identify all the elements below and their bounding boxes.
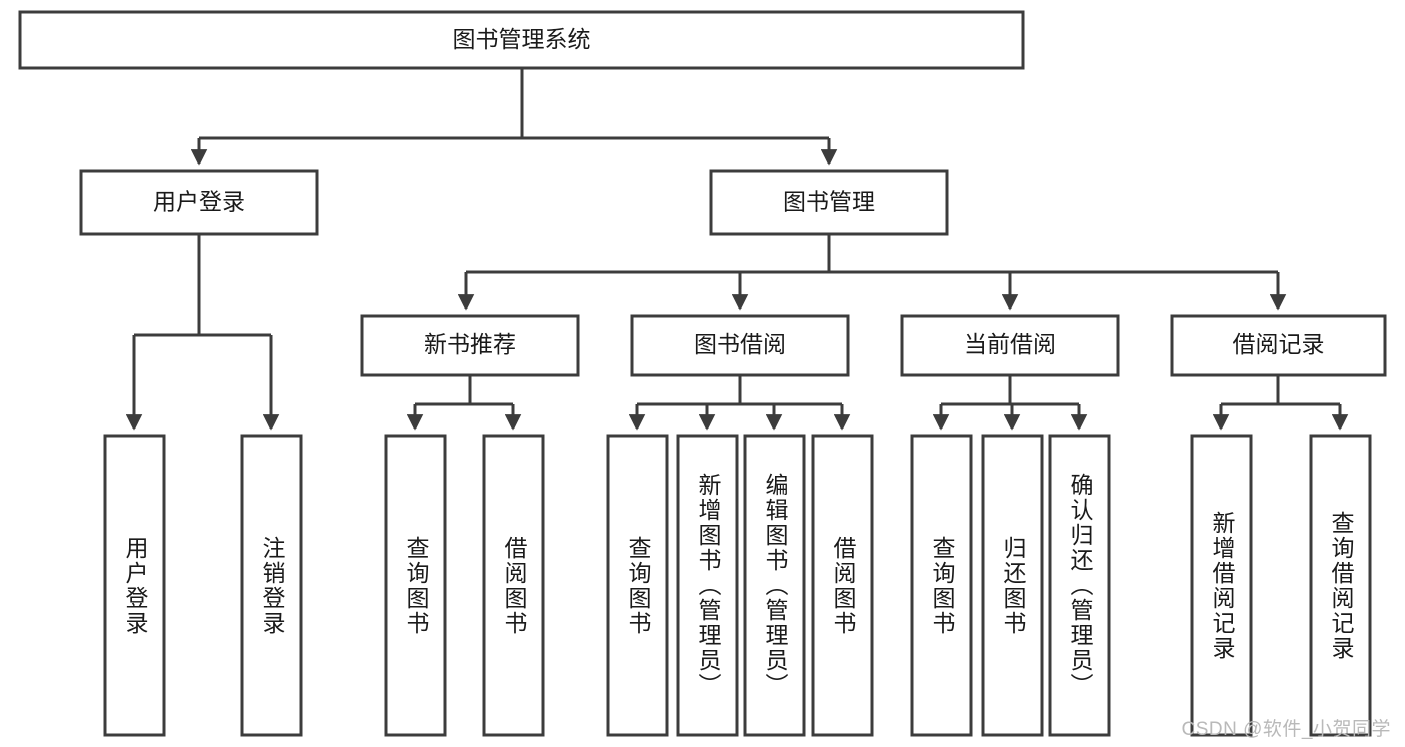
leaf-box-query-book-2[interactable] — [606, 434, 669, 737]
leaf-box-query-borrow-record[interactable] — [1309, 434, 1372, 737]
root-box[interactable] — [18, 10, 1025, 70]
node-borrow-record[interactable]: 借阅记录 — [1170, 314, 1387, 377]
borrow-record-label: 借阅记录 — [1233, 331, 1325, 357]
new-book-recommend-label: 新书推荐 — [424, 331, 516, 357]
book-manage-box[interactable] — [709, 169, 949, 236]
leaf-box-query-book-3[interactable] — [910, 434, 973, 737]
leaf-box-borrow-book-1[interactable] — [482, 434, 545, 737]
leaf-box-borrow-book-2[interactable] — [811, 434, 874, 737]
leaf-box-confirm-return-admin[interactable] — [1048, 434, 1111, 737]
node-book-borrow[interactable]: 图书借阅 — [630, 314, 850, 377]
current-borrow-label: 当前借阅 — [964, 331, 1056, 357]
leaf-box-query-book-1[interactable] — [384, 434, 447, 737]
leaf-box-logout-login[interactable] — [240, 434, 303, 737]
leaf-box-user-login[interactable] — [103, 434, 166, 737]
leaf-box-edit-book-admin[interactable] — [743, 434, 806, 737]
leaf-box-return-book[interactable] — [981, 434, 1044, 737]
book-borrow-label: 图书借阅 — [694, 331, 786, 357]
book-manage-label: 图书管理 — [783, 189, 875, 215]
borrow-record-box[interactable] — [1170, 314, 1387, 377]
node-root[interactable]: 图书管理系统 — [18, 10, 1025, 70]
new-book-recommend-box[interactable] — [360, 314, 580, 377]
node-current-borrow[interactable]: 当前借阅 — [900, 314, 1120, 377]
csdn-watermark: CSDN @软件_小贺同学 — [1181, 719, 1391, 740]
root-label: 图书管理系统 — [453, 26, 591, 52]
leaf-box-add-book-admin[interactable] — [676, 434, 739, 737]
node-user-login[interactable]: 用户登录 — [79, 169, 319, 236]
book-borrow-box[interactable] — [630, 314, 850, 377]
current-borrow-box[interactable] — [900, 314, 1120, 377]
node-book-manage[interactable]: 图书管理 — [709, 169, 949, 236]
user-login-label: 用户登录 — [153, 189, 245, 215]
leaf-box-add-borrow-record[interactable] — [1190, 434, 1253, 737]
node-new-book-recommend[interactable]: 新书推荐 — [360, 314, 580, 377]
